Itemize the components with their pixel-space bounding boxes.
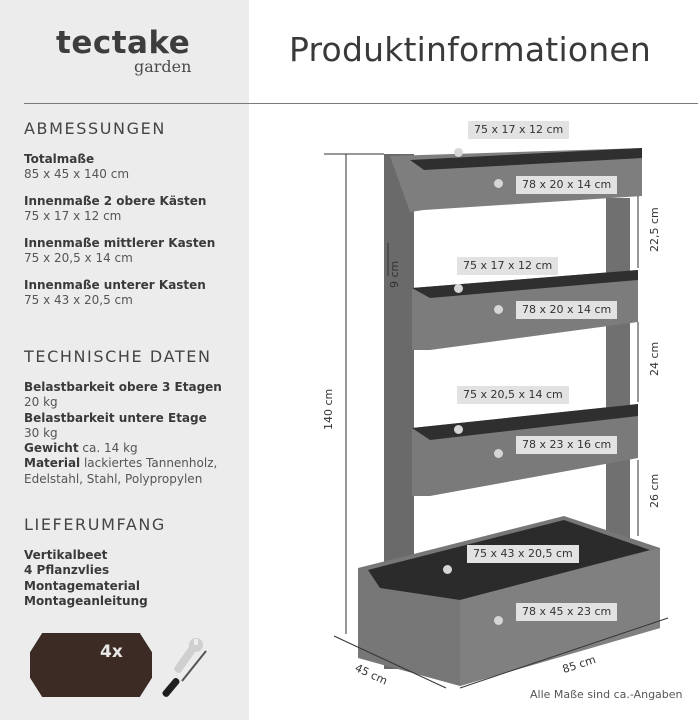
dim-gap2: 24 cm: [648, 341, 661, 376]
spec-line: 20 kg: [24, 395, 58, 410]
label-box1-inner: 75 x 17 x 12 cm: [468, 121, 570, 139]
spec-line: Material lackiertes Tannenholz,: [24, 456, 218, 471]
label-box1-outer: 78 x 20 x 14 cm: [516, 176, 618, 194]
delivery-item: Montagematerial: [24, 578, 141, 593]
footnote: Alle Maße sind ca.-Angaben: [530, 688, 683, 701]
spec-line: Belastbarkeit untere Etage: [24, 410, 207, 425]
spec-line: Gewicht ca. 14 kg: [24, 441, 138, 456]
spec-value: 75 x 20,5 x 14 cm: [24, 251, 133, 265]
vertical-planter-diagram: [324, 148, 669, 689]
spec-line: Belastbarkeit obere 3 Etagen: [24, 380, 222, 394]
spec-label: Innenmaße unterer Kasten: [24, 278, 206, 292]
marker-dot: [494, 305, 503, 314]
fleece-count-badge: 4x: [100, 642, 123, 662]
label-box4-inner: 75 x 43 x 20,5 cm: [467, 545, 579, 563]
spec-label: Totalmaße: [24, 152, 95, 166]
label-box4-outer: 78 x 45 x 23 cm: [516, 603, 618, 621]
tools-icon: [162, 638, 207, 697]
spec-value: 75 x 43 x 20,5 cm: [24, 293, 133, 307]
label-box3-inner: 75 x 20,5 x 14 cm: [457, 386, 569, 404]
spec-item: Innenmaße 2 obere Kästen 75 x 17 x 12 cm: [24, 194, 215, 224]
header-divider: [24, 103, 698, 104]
dim-gap1: 22,5 cm: [648, 207, 661, 252]
dim-post-offset: 9 cm: [388, 260, 401, 288]
spec-line: 30 kg: [24, 425, 58, 440]
spec-value: 85 x 45 x 140 cm: [24, 167, 130, 181]
brand-logo: tectake garden: [56, 25, 206, 76]
section-heading: TECHNISCHE DATEN: [24, 347, 212, 366]
marker-dot: [454, 284, 463, 293]
section-heading: LIEFERUMFANG: [24, 515, 166, 534]
section-heading: ABMESSUNGEN: [24, 119, 166, 138]
dim-height-total: 140 cm: [322, 388, 335, 430]
spec-label: Innenmaße 2 obere Kästen: [24, 194, 207, 208]
section-technische-daten: TECHNISCHE DATEN Belastbarkeit obere 3 E…: [24, 347, 222, 487]
spec-item: Totalmaße 85 x 45 x 140 cm: [24, 152, 215, 182]
spec-value: 75 x 17 x 12 cm: [24, 209, 122, 223]
label-box2-inner: 75 x 17 x 12 cm: [457, 257, 559, 275]
section-lieferumfang: LIEFERUMFANG Vertikalbeet 4 Pflanzvlies …: [24, 515, 166, 609]
label-box3-outer: 78 x 23 x 16 cm: [516, 436, 618, 454]
delivery-item: Montageanleitung: [24, 593, 148, 608]
spec-line: Edelstahl, Stahl, Polypropylen: [24, 471, 203, 486]
marker-dot: [494, 179, 503, 188]
marker-dot: [454, 148, 463, 157]
marker-dot: [443, 565, 452, 574]
dim-gap3: 26 cm: [648, 473, 661, 508]
sidebar: [0, 0, 249, 720]
delivery-item: 4 Pflanzvlies: [24, 563, 110, 578]
marker-dot: [494, 616, 503, 625]
section-abmessungen: ABMESSUNGEN Totalmaße 85 x 45 x 140 cm I…: [24, 119, 215, 320]
delivery-item: Vertikalbeet: [24, 548, 108, 562]
label-box2-outer: 78 x 20 x 14 cm: [516, 301, 618, 319]
marker-dot: [454, 425, 463, 434]
page-title: Produktinformationen: [289, 30, 651, 69]
spec-item: Innenmaße mittlerer Kasten 75 x 20,5 x 1…: [24, 236, 215, 266]
spec-label: Innenmaße mittlerer Kasten: [24, 236, 216, 250]
brand-name: tectake: [56, 25, 191, 61]
plant-fleece-image: [30, 633, 152, 697]
spec-item: Innenmaße unterer Kasten 75 x 43 x 20,5 …: [24, 278, 215, 308]
marker-dot: [494, 449, 503, 458]
brand-sub: garden: [134, 57, 192, 76]
